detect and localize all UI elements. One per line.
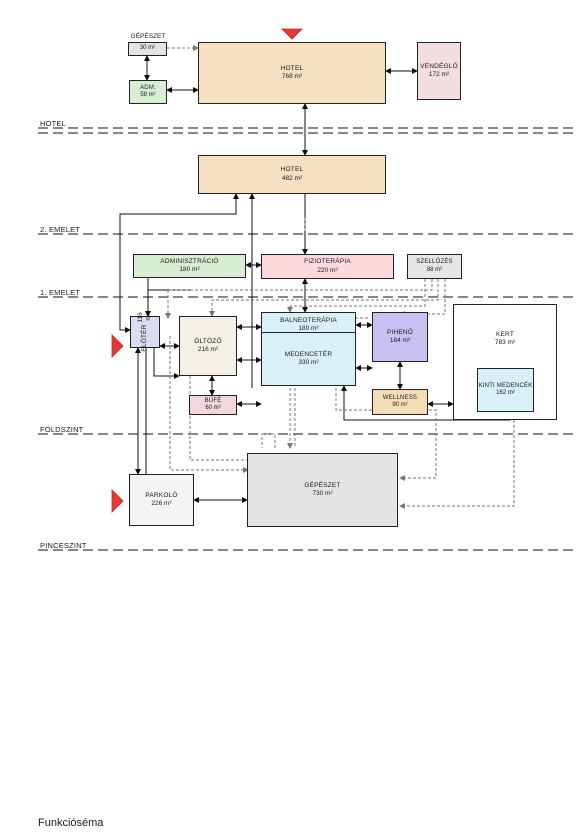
room-name: PARKOLÓ xyxy=(145,491,178,499)
room-name: ELŐTÉR xyxy=(140,324,148,352)
room-kinti-medencek: KINTI MEDENCÉK 162 m² xyxy=(477,368,534,412)
room-name: VENDÉGLŐ xyxy=(420,62,458,70)
room-hotel-main: HOTEL 768 m² xyxy=(198,42,386,104)
diagram-caption: Funkcióséma xyxy=(38,817,104,829)
room-area: 180 m² xyxy=(179,266,200,273)
level-label-hotel: HOTEL xyxy=(40,119,67,128)
room-area: 172 m² xyxy=(428,71,450,78)
room-szelloztes: SZELLŐZÉS 88 m² xyxy=(407,254,462,279)
room-buffe: BÜFÉ 60 m² xyxy=(189,395,237,415)
room-oltozo: ÖLTÖZŐ 216 m² xyxy=(179,316,237,376)
room-name: BÜFÉ xyxy=(204,397,222,404)
room-area: 184 m² xyxy=(389,337,411,344)
entrance-marker-parkolo xyxy=(111,489,124,513)
room-gepeszet-main: GÉPÉSZET 730 m² xyxy=(247,453,398,527)
room-name: ÖLTÖZŐ xyxy=(194,337,222,345)
room-name: SZELLŐZÉS xyxy=(416,259,453,265)
room-name: ADM. xyxy=(140,84,156,91)
room-area: 60 m² xyxy=(205,405,221,411)
room-area: 330 m² xyxy=(298,359,319,366)
room-area: 482 m² xyxy=(281,174,303,182)
room-hotel-second: HOTEL 482 m² xyxy=(198,155,386,194)
room-area: 768 m² xyxy=(281,73,303,80)
room-piheno: PIHENŐ 184 m² xyxy=(372,312,428,362)
room-vendeglo: VENDÉGLŐ 172 m² xyxy=(417,42,461,100)
room-name: HOTEL xyxy=(280,64,304,72)
room-eloter: ELŐTÉR 116 m² xyxy=(130,312,160,352)
room-name: ADMINISZTRÁCIÓ xyxy=(160,257,219,265)
room-gepeszet-top: 30 m² xyxy=(128,42,167,56)
room-parkolo: PARKOLÓ 226 m² xyxy=(129,474,194,526)
room-area: 783 m² xyxy=(494,339,516,347)
room-name: HOTEL xyxy=(280,166,304,174)
room-name: GÉPÉSZET xyxy=(304,481,341,489)
room-fizioterapia: FIZIOTERÁPIA 220 m² xyxy=(261,254,394,279)
room-name: PIHENŐ xyxy=(386,328,414,336)
room-area: 220 m² xyxy=(317,266,338,274)
level-label-ground: FÖLDSZINT xyxy=(40,425,84,434)
room-adm: ADM. 58 m² xyxy=(129,80,167,104)
room-name: FIZIOTERÁPIA xyxy=(304,258,351,266)
room-area: 90 m² xyxy=(392,402,408,408)
room-medencester-body: MEDENCETÉR 330 m² xyxy=(261,332,356,386)
level-label-floor2: 2. EMELET xyxy=(40,225,81,234)
room-area: 58 m² xyxy=(140,92,156,98)
room-name: KERT xyxy=(495,331,515,338)
room-area: 88 m² xyxy=(426,266,443,273)
level-label-floor1: 1. EMELET xyxy=(40,288,81,297)
room-area: 730 m² xyxy=(312,490,333,497)
level-label-basement: PINCESZINT xyxy=(40,541,87,550)
room-area: 162 m² xyxy=(496,390,515,396)
room-label-gepeszet-top: GÉPÉSZET xyxy=(130,33,166,40)
entrance-marker-eloter xyxy=(111,334,124,358)
room-wellness: WELLNESS 90 m² xyxy=(372,389,428,415)
entrance-marker-hotel xyxy=(281,28,303,40)
room-name: KINTI MEDENCÉK xyxy=(478,382,533,389)
room-name: MEDENCETÉR xyxy=(284,350,333,358)
room-area: 116 m² xyxy=(136,312,152,323)
room-name: WELLNESS xyxy=(382,394,418,401)
room-adminisztracio: ADMINISZTRÁCIÓ 180 m² xyxy=(133,254,246,278)
room-area: 226 m² xyxy=(151,500,172,507)
room-area: 30 m² xyxy=(139,45,156,52)
room-name: BALNEOTERÁPIA xyxy=(280,316,337,324)
room-area: 216 m² xyxy=(197,346,219,353)
room-area: 180 m² xyxy=(298,325,319,332)
